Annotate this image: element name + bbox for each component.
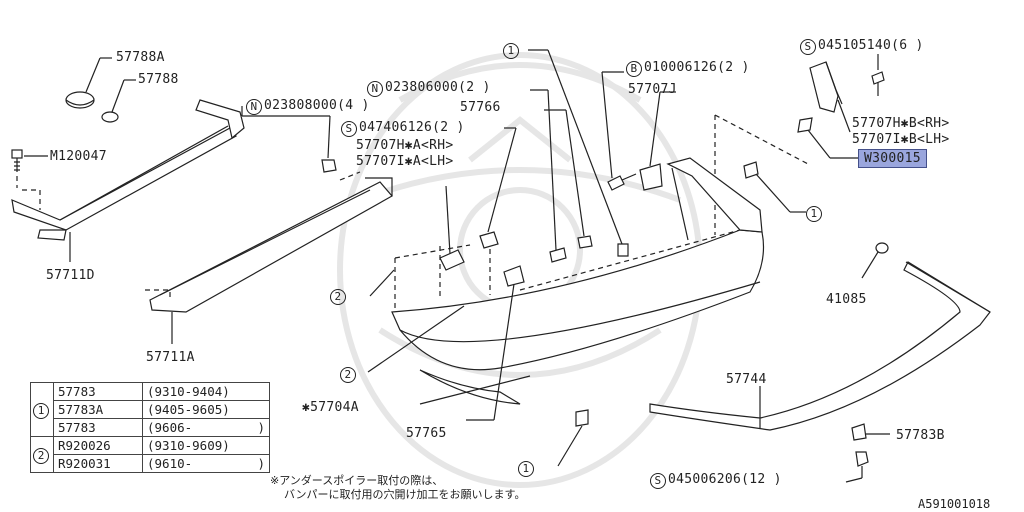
clip-57765: [503, 265, 525, 287]
part-cell: 57783: [53, 382, 143, 401]
clip-w300015: [797, 117, 813, 133]
bracket-57707hb: [809, 61, 843, 113]
date-cell: (9405-9605): [142, 400, 270, 419]
cap-57788: [101, 111, 119, 123]
variant-table: 1 57783 (9310-9404) 57783A (9405-9605) 5…: [30, 382, 270, 473]
callout-1-right: 1: [806, 205, 824, 222]
table-row: 57783 (9606-): [31, 418, 270, 437]
part-cell: 57783A: [53, 400, 143, 419]
bumper-cover-57704a: [391, 157, 765, 405]
s-marker: S: [800, 39, 816, 55]
marker-2: 2: [340, 367, 356, 383]
label-w300015-highlighted[interactable]: W300015: [858, 149, 927, 168]
group-2-cell: 2: [30, 436, 54, 473]
marker-1: 1: [806, 206, 822, 222]
group-1-cell: 1: [30, 382, 54, 437]
clip-41085: [875, 242, 889, 254]
date-start: (9606-: [147, 420, 193, 435]
label-57707ha: 57707H✱A<RH>: [356, 138, 454, 153]
b-marker: B: [626, 61, 642, 77]
clip-center-1: [617, 243, 629, 257]
label-57788a: 57788A: [116, 50, 165, 65]
bracket-57707j: [639, 163, 663, 191]
note-line-2: バンパーに取付用の穴開け加工をお願いします。: [284, 488, 526, 501]
label-57704a: ✱57704A: [302, 400, 359, 415]
part-cell: 57783: [53, 418, 143, 437]
callout-2-upper: 2: [330, 288, 348, 305]
clip-57766: [577, 235, 593, 249]
marker-2: 2: [33, 448, 49, 464]
label-57788: 57788: [138, 72, 179, 87]
label-57707ib: 57707I✱B<LH>: [852, 132, 950, 147]
part-cell: R920026: [53, 436, 143, 455]
label-010006126-text: 010006126(2 ): [644, 60, 750, 75]
cap-57788a: [65, 91, 95, 109]
callout-1-bottom: 1: [518, 460, 536, 477]
label-57766: 57766: [460, 100, 501, 115]
date-cell: (9606-): [142, 418, 270, 437]
note-line-1: ※アンダースポイラー取付の際は、: [270, 474, 444, 487]
date-close: ): [257, 420, 265, 435]
date-cell: (9310-9609): [142, 436, 270, 455]
screw-045006206: [855, 451, 869, 478]
label-m120047: M120047: [50, 149, 107, 164]
date-close: ): [257, 456, 265, 471]
label-57707hb: 57707H✱B<RH>: [852, 116, 950, 131]
clip-lower-1: [575, 409, 589, 427]
label-047406126-text: 047406126(2 ): [359, 120, 465, 135]
bracket-57707ha: [439, 249, 465, 271]
diagram-code: A591001018: [918, 497, 991, 511]
label-023808000-text: 023808000(4 ): [264, 98, 370, 113]
s-marker: S: [650, 473, 666, 489]
label-57711a: 57711A: [146, 350, 195, 365]
label-57744: 57744: [726, 372, 767, 387]
table-row: 57783A (9405-9605): [31, 400, 270, 419]
bracket-57711a: [149, 177, 393, 313]
label-57783b: 57783B: [896, 428, 945, 443]
nut-023808000: [321, 159, 337, 173]
label-57765: 57765: [406, 426, 447, 441]
table-row: 2 R920026 (9310-9609): [30, 436, 270, 473]
installation-note: ※アンダースポイラー取付の際は、 バンパーに取付用の穴開け加工をお願いします。: [270, 474, 525, 502]
bolt-010006126: [607, 173, 637, 191]
n-marker: N: [246, 99, 262, 115]
clip-side-1: [743, 161, 759, 179]
table-row: 1 57783 (9310-9404): [30, 382, 270, 437]
date-cell: (9310-9404): [142, 382, 270, 401]
part-cell: R920031: [53, 454, 143, 473]
n-marker: N: [367, 81, 383, 97]
marker-1: 1: [518, 461, 534, 477]
screw-045105140: [871, 71, 885, 96]
label-57707j: 57707J: [628, 82, 677, 97]
callout-1-top: 1: [503, 42, 521, 59]
label-045105140-text: 045105140(6 ): [818, 38, 924, 53]
marker-1: 1: [503, 43, 519, 59]
label-045006206-text: 045006206(12 ): [668, 472, 782, 487]
date-cell: (9610-): [142, 454, 270, 473]
date-start: (9610-: [147, 456, 193, 471]
screw-023806000: [549, 247, 567, 263]
label-57707ia: 57707I✱A<LH>: [356, 154, 454, 169]
bolt-m120047: [11, 149, 23, 172]
label-023806000-text: 023806000(2 ): [385, 80, 491, 95]
s-marker: S: [341, 121, 357, 137]
screw-047406126: [479, 231, 499, 249]
marker-2: 2: [330, 289, 346, 305]
reinforcement-57711d: [11, 99, 245, 241]
callout-2-lower: 2: [340, 366, 358, 383]
label-41085: 41085: [826, 292, 867, 307]
label-57711d: 57711D: [46, 268, 95, 283]
marker-1: 1: [33, 403, 49, 419]
table-row: R920031 (9610-): [31, 454, 270, 473]
fastener-57783b: [851, 423, 867, 441]
